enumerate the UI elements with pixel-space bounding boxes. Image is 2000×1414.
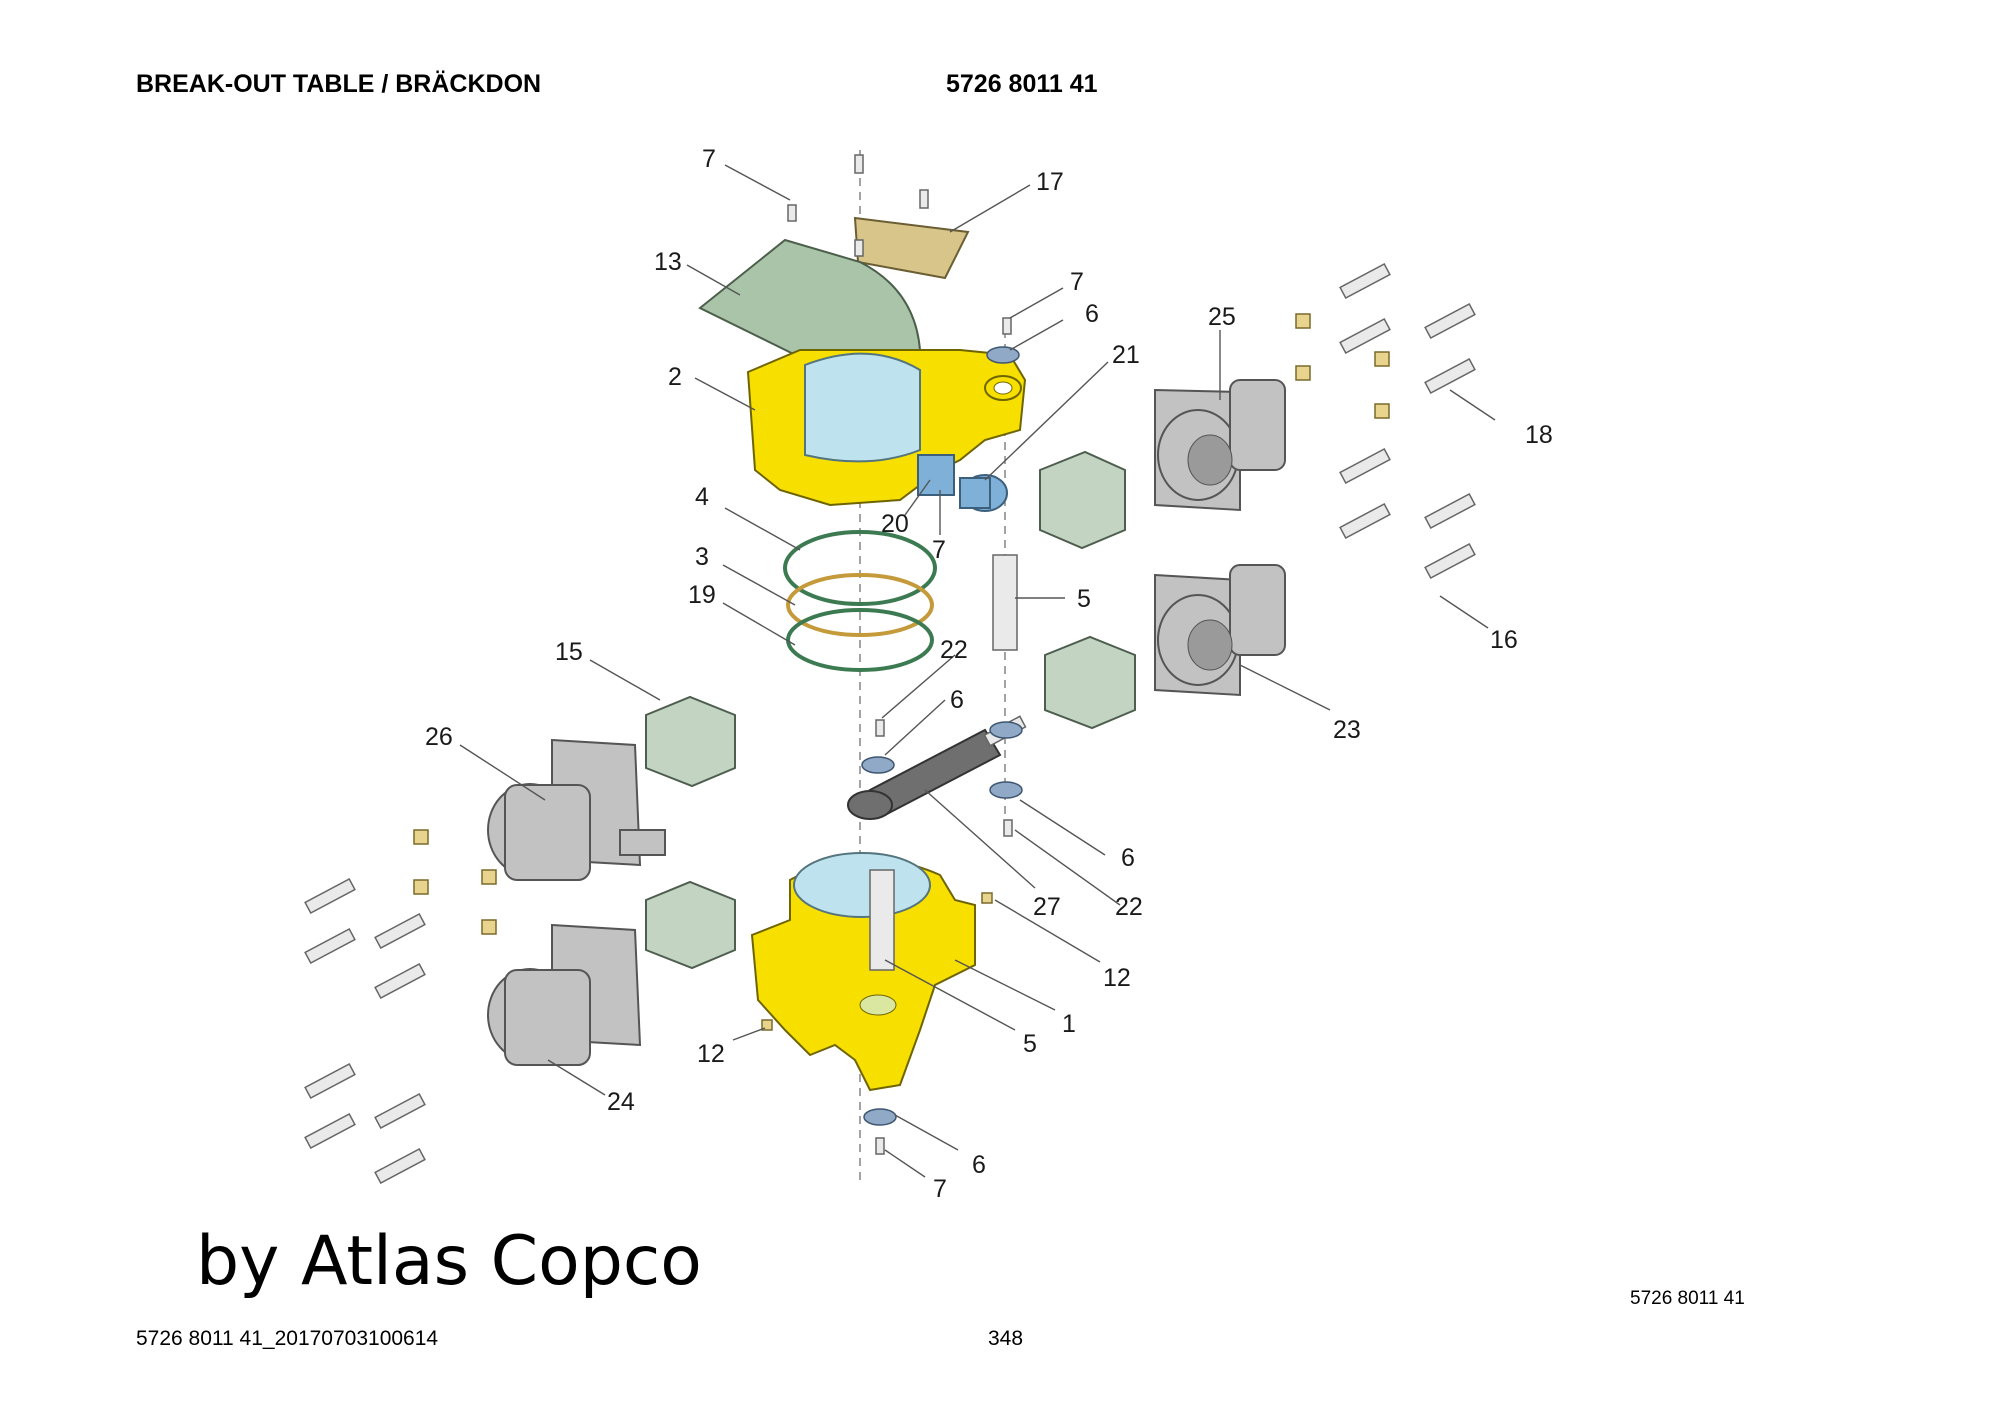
callout-label: 17 xyxy=(1036,168,1064,196)
callout-label: 6 xyxy=(972,1151,986,1179)
callout-label: 6 xyxy=(1121,844,1135,872)
bolts-left xyxy=(304,829,497,1185)
callout-label: 26 xyxy=(425,723,453,751)
watermark-text: by Atlas Copco xyxy=(196,1222,702,1301)
motor-23 xyxy=(1154,564,1286,697)
part-number: 5726 8011 41 xyxy=(946,70,1098,98)
leader-lines xyxy=(459,164,1496,1178)
callout-label: 22 xyxy=(1115,893,1143,921)
callout-label: 5 xyxy=(1023,1030,1037,1058)
jaw-block-lower-left xyxy=(645,880,736,970)
motor-25 xyxy=(1154,379,1286,512)
small-screws-mid xyxy=(875,719,1013,1155)
callout-label: 1 xyxy=(1062,1010,1076,1038)
callout-label: 15 xyxy=(555,638,583,666)
callout-label: 7 xyxy=(1070,268,1084,296)
bolts-right xyxy=(1295,262,1476,580)
callout-label: 12 xyxy=(697,1040,725,1068)
callout-label: 2 xyxy=(668,363,682,391)
callout-label: 24 xyxy=(607,1088,635,1116)
callout-label: 27 xyxy=(1033,893,1061,921)
top-screws xyxy=(787,154,1012,335)
callout-label: 4 xyxy=(695,483,709,511)
jaw-block-upper xyxy=(1039,450,1126,550)
callout-label: 6 xyxy=(950,686,964,714)
callout-label: 6 xyxy=(1085,300,1099,328)
set-screws-12 xyxy=(761,892,993,1031)
callout-label: 25 xyxy=(1208,303,1236,331)
callout-label: 22 xyxy=(940,636,968,664)
lower-housing-1 xyxy=(750,852,976,1092)
callout-label: 12 xyxy=(1103,964,1131,992)
footer-page-number: 348 xyxy=(988,1327,1024,1350)
upper-housing-2 xyxy=(746,349,1027,507)
callout-label: 19 xyxy=(688,581,716,609)
callouts: 7 17 13 7 6 21 25 2 18 4 20 7 3 5 19 16 … xyxy=(425,145,1553,1203)
callout-label: 7 xyxy=(932,536,946,564)
motor-26 xyxy=(487,738,666,881)
seal-rings xyxy=(783,530,937,672)
bracket-21 xyxy=(917,454,1008,512)
washers xyxy=(861,346,1023,1126)
callout-label: 5 xyxy=(1077,585,1091,613)
callout-label: 3 xyxy=(695,543,709,571)
jaw-block-middle xyxy=(1044,635,1136,730)
footer-document-id: 5726 8011 41_20170703100614 xyxy=(136,1327,439,1350)
pin-5-upper xyxy=(992,554,1018,651)
callout-label: 13 xyxy=(654,248,682,276)
callout-label: 18 xyxy=(1525,421,1553,449)
page-title: BREAK-OUT TABLE / BRÄCKDON xyxy=(136,70,542,98)
motor-24 xyxy=(487,923,642,1066)
jaw-block-15 xyxy=(645,695,736,788)
callout-label: 7 xyxy=(933,1175,947,1203)
callout-label: 16 xyxy=(1490,626,1518,654)
callout-label: 21 xyxy=(1112,341,1140,369)
footer-right-code: 5726 8011 41 xyxy=(1630,1288,1745,1309)
callout-label: 7 xyxy=(702,145,716,173)
callout-label: 20 xyxy=(881,510,909,538)
callout-label: 23 xyxy=(1333,716,1361,744)
